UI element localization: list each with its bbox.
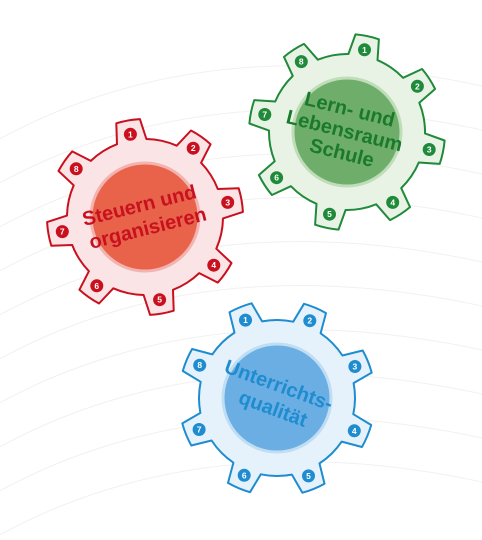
background-line <box>0 285 482 360</box>
number-badge: 4 <box>207 258 221 272</box>
number-badge: 3 <box>422 143 436 156</box>
number-badge-circle <box>207 258 221 272</box>
number-badge: 7 <box>258 108 272 121</box>
number-badge: 5 <box>323 207 336 221</box>
number-badge-circle <box>303 314 317 328</box>
number-badge: 8 <box>193 358 207 372</box>
number-badge: 2 <box>186 141 200 155</box>
number-badge-circle <box>239 313 252 327</box>
number-badge-label: 5 <box>306 471 311 481</box>
number-badge-circle <box>193 358 207 372</box>
gear-hub <box>291 76 403 188</box>
number-badge-label: 7 <box>262 110 267 120</box>
number-badge-label: 5 <box>327 209 332 219</box>
number-badge-label: 8 <box>197 360 202 370</box>
number-badge-circle <box>347 424 361 438</box>
number-badge-circle <box>302 469 315 483</box>
number-badge: 3 <box>348 360 362 373</box>
number-badge-circle <box>422 143 436 156</box>
number-badge-label: 7 <box>60 227 65 237</box>
number-badge: 6 <box>270 171 284 185</box>
number-badge-circle <box>221 195 235 209</box>
number-badge: 3 <box>221 195 235 209</box>
number-badge-circle <box>358 43 371 57</box>
number-badge-circle <box>186 141 200 155</box>
number-badge-circle <box>90 279 104 293</box>
number-badge-label: 8 <box>299 57 304 67</box>
number-badge-circle <box>348 360 362 373</box>
gear-hub <box>89 161 201 273</box>
number-badge-circle <box>237 468 251 482</box>
number-badge: 5 <box>302 469 315 483</box>
number-badge-circle <box>55 225 69 239</box>
number-badge: 2 <box>410 79 424 93</box>
number-badge: 6 <box>237 468 251 482</box>
background-line <box>0 461 482 536</box>
number-badge-label: 4 <box>390 197 395 207</box>
number-badge-label: 6 <box>274 173 279 183</box>
number-badge: 8 <box>294 55 308 69</box>
number-badge-circle <box>294 55 308 69</box>
number-badge-label: 7 <box>197 425 202 435</box>
number-badge-label: 1 <box>243 315 248 325</box>
number-badge: 7 <box>192 423 206 436</box>
number-badge-circle <box>270 171 284 185</box>
number-badge-circle <box>123 127 137 141</box>
number-badge: 7 <box>55 225 69 239</box>
number-badge-label: 3 <box>353 362 358 372</box>
number-badge: 6 <box>90 279 104 293</box>
number-badge-circle <box>69 162 83 176</box>
number-badge-circle <box>386 195 400 209</box>
number-badge-circle <box>153 293 167 307</box>
number-badge-label: 3 <box>427 145 432 155</box>
number-badge: 1 <box>358 43 371 57</box>
number-badge-label: 4 <box>352 426 357 436</box>
number-badge-label: 1 <box>362 45 367 55</box>
gear-hub <box>221 342 333 454</box>
number-badge-label: 1 <box>128 129 133 139</box>
background-line <box>0 329 482 404</box>
number-badge: 4 <box>386 195 400 209</box>
number-badge-label: 6 <box>94 281 99 291</box>
number-badge-label: 5 <box>157 295 162 305</box>
number-badge-label: 2 <box>191 143 196 153</box>
number-badge-circle <box>192 423 206 436</box>
number-badge-label: 6 <box>242 470 247 480</box>
number-badge-label: 3 <box>225 197 230 207</box>
number-badge: 4 <box>347 424 361 438</box>
number-badge-circle <box>258 108 272 121</box>
number-badge: 1 <box>239 313 252 327</box>
number-badge: 1 <box>123 127 137 141</box>
number-badge-circle <box>410 79 424 93</box>
number-badge: 5 <box>153 293 167 307</box>
number-badge-circle <box>323 207 336 221</box>
background-line <box>0 241 482 316</box>
number-badge-label: 8 <box>74 164 79 174</box>
number-badge: 2 <box>303 314 317 328</box>
number-badge: 8 <box>69 162 83 176</box>
number-badge-label: 4 <box>211 260 216 270</box>
number-badge-label: 2 <box>415 81 420 91</box>
number-badge-label: 2 <box>307 316 312 326</box>
